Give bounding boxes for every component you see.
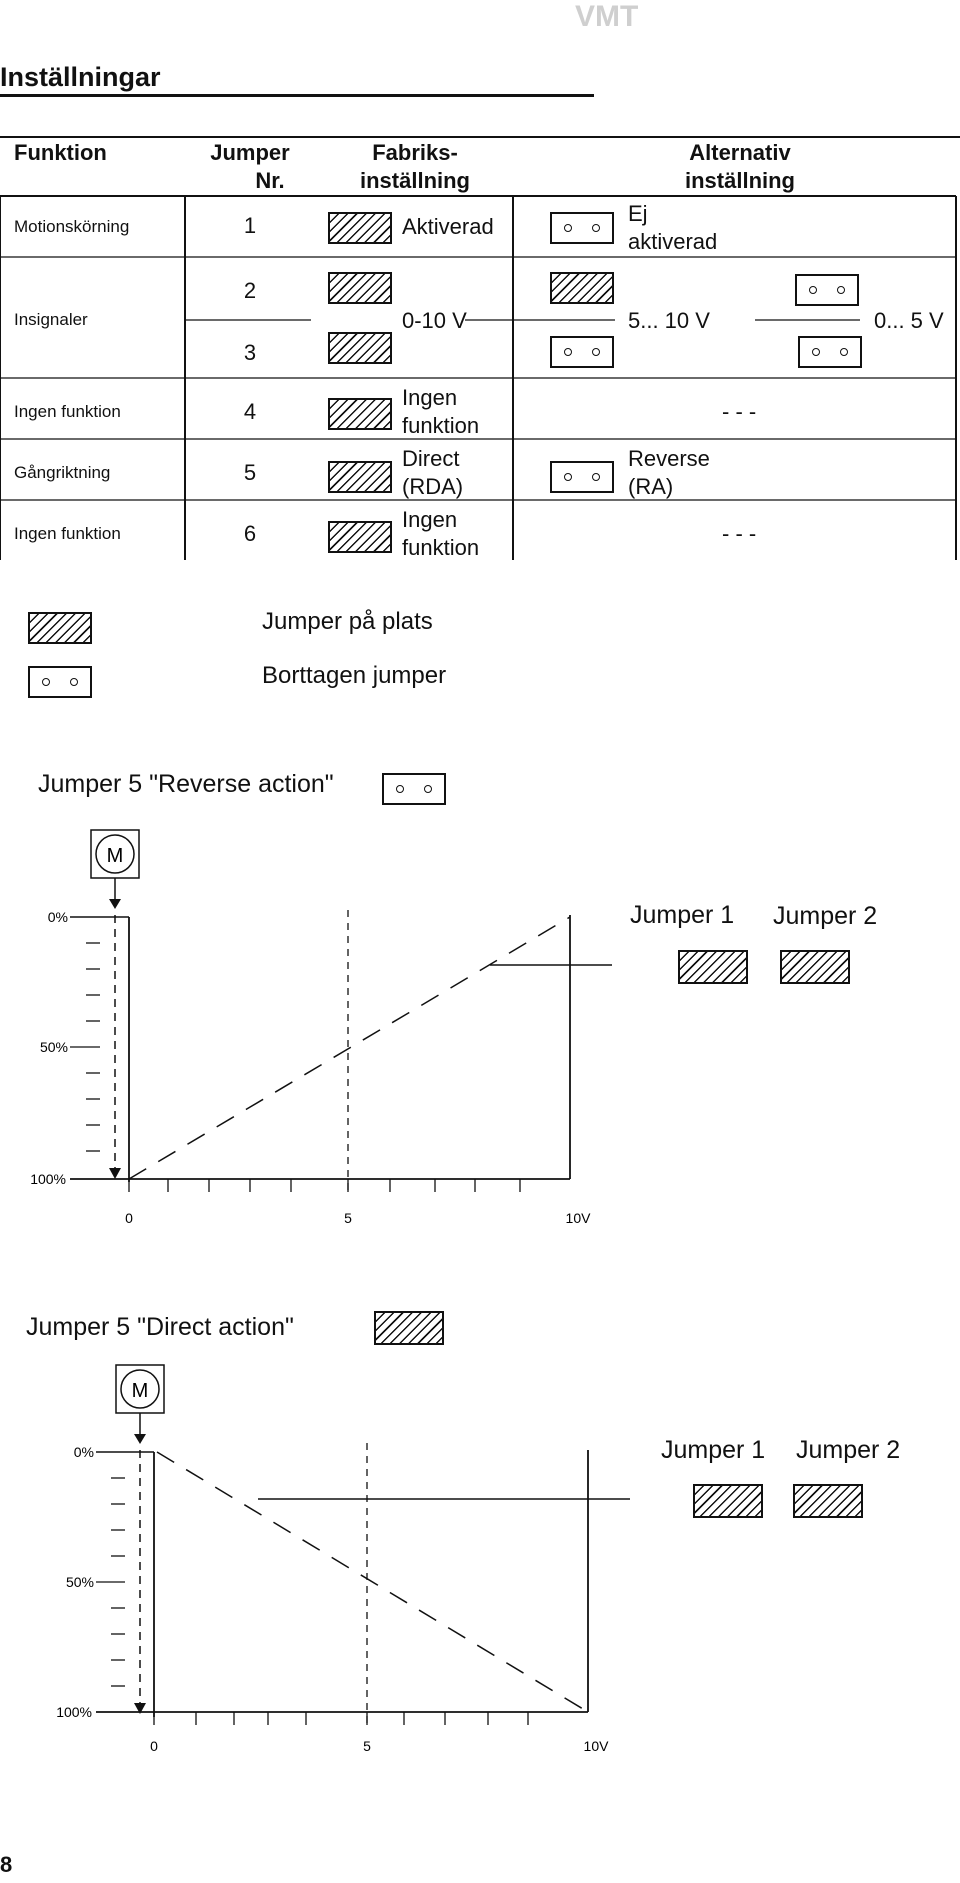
table-grid: [0, 136, 960, 560]
alt-ej-line2: aktiverad: [628, 229, 718, 254]
factory-direct-line2: (RDA): [402, 474, 464, 499]
direct-diagram-graphic: M 0% 50% 100% 0 5 10V: [56, 1364, 630, 1754]
jumper-on-icon: [374, 1311, 444, 1345]
reverse-response-line: [128, 916, 571, 1180]
down-arrow-icon: [134, 1703, 146, 1714]
down-arrow-icon: [109, 899, 121, 909]
jumper-off-icon: [795, 274, 859, 306]
alt-5-10v: 5... 10 V: [628, 308, 710, 333]
factory-ingen-funktion-6: Ingen funktion: [402, 506, 479, 562]
jumper-on-icon: [550, 272, 614, 304]
header-funktion: Funktion: [14, 140, 107, 165]
motor-icon: [95, 834, 135, 874]
alt-ej-line1: Ej: [628, 201, 648, 226]
factory-ingen6-line2: funktion: [402, 535, 480, 560]
jumper-on-icon: [693, 1484, 763, 1518]
legend-off-label: Borttagen jumper: [262, 662, 447, 689]
header-jumper-line1: Jumper: [210, 140, 290, 165]
alt-0-5v: 0... 5 V: [874, 308, 944, 333]
legend-jumper-off-icon: [28, 666, 92, 698]
y-tick-50: 50%: [40, 1039, 68, 1055]
reverse-diagram-graphic: M 0% 50% 100% 0 5 10V: [30, 829, 612, 1226]
jumper-off-icon: [382, 773, 446, 805]
header-alternativ: Alternativ inställning: [660, 139, 820, 195]
brand-logo: VMT: [575, 0, 639, 33]
jumper-on-icon: [328, 272, 392, 304]
down-arrow-icon: [109, 1168, 121, 1179]
x-tick-0: 0: [125, 1210, 133, 1226]
header-alt-line2: inställning: [685, 168, 795, 193]
legend-on-label: Jumper på plats: [262, 608, 433, 635]
jumper-on-icon: [793, 1484, 863, 1518]
jumper-off-icon: [550, 212, 614, 244]
header-alt-line1: Alternativ: [689, 140, 791, 165]
factory-ingen6-line1: Ingen: [402, 507, 458, 532]
y-tick-100: 100%: [56, 1704, 92, 1720]
x-tick-10v: 10V: [584, 1738, 610, 1754]
factory-direct-line1: Direct: [402, 446, 460, 471]
header-jumper: Jumper Nr.: [180, 139, 320, 195]
reverse-jumper1-label: Jumper 1: [630, 901, 735, 929]
motor-icon: [120, 1369, 160, 1409]
factory-ingen-line2: funktion: [402, 413, 480, 438]
jumper-off-icon: [550, 336, 614, 368]
diagram-reverse-title: Jumper 5 "Reverse action": [38, 770, 334, 798]
jumper-number-5: 5: [243, 460, 257, 485]
y-tick-100: 100%: [30, 1171, 66, 1187]
factory-direct-rda: Direct (RDA): [402, 445, 463, 501]
legend-jumper-on-icon: [28, 612, 92, 644]
jumper-on-icon: [328, 521, 392, 553]
alt-reverse-line2: (RA): [628, 474, 674, 499]
alt-reverse-line1: Reverse: [628, 446, 710, 471]
down-arrow-icon: [134, 1434, 146, 1444]
title-underline: [0, 94, 594, 97]
jumper-on-icon: [328, 212, 392, 244]
alt-ej-aktiverad: Ej aktiverad: [628, 200, 717, 256]
direct-jumper1-label: Jumper 1: [661, 1436, 766, 1464]
diagram-direct-title: Jumper 5 "Direct action": [26, 1313, 294, 1341]
alt-none-6: - - -: [722, 521, 757, 546]
jumper-number-6: 6: [243, 521, 257, 546]
row-label-ingen-funktion-6: Ingen funktion: [14, 524, 121, 543]
jumper-number-4: 4: [243, 399, 257, 424]
row-label-insignaler: Insignaler: [14, 310, 88, 329]
row-label-ingen-funktion-4: Ingen funktion: [14, 402, 121, 421]
direct-response-line: [156, 1451, 589, 1713]
motor-label: M: [132, 1380, 149, 1402]
y-tick-0: 0%: [48, 909, 68, 925]
row-label-gangriktning: Gångriktning: [14, 463, 111, 482]
x-tick-5: 5: [363, 1738, 371, 1754]
header-fabrik: Fabriks- inställning: [335, 139, 495, 195]
jumper-number-3: 3: [243, 340, 257, 365]
y-tick-0: 0%: [74, 1444, 94, 1460]
x-tick-10v: 10V: [566, 1210, 592, 1226]
direct-jumper2-label: Jumper 2: [796, 1436, 901, 1464]
alt-reverse-ra: Reverse (RA): [628, 445, 710, 501]
jumper-off-icon: [550, 461, 614, 493]
jumper-on-icon: [328, 332, 392, 364]
x-tick-5: 5: [344, 1210, 352, 1226]
factory-ingen-line1: Ingen: [402, 385, 458, 410]
factory-aktiverad: Aktiverad: [402, 214, 494, 239]
header-jumper-line2: Nr.: [255, 168, 285, 193]
factory-0-10v: 0-10 V: [402, 308, 467, 333]
reverse-jumper2-label: Jumper 2: [773, 902, 878, 930]
jumper-number-2: 2: [243, 278, 257, 303]
motor-label: M: [107, 845, 124, 867]
x-tick-0: 0: [150, 1738, 158, 1754]
row-label-motionskorning: Motionskörning: [14, 217, 130, 236]
header-fabrik-line1: Fabriks-: [372, 140, 458, 165]
page-title: Inställningar: [0, 62, 161, 92]
jumper-number-1: 1: [243, 213, 257, 238]
header-fabrik-line2: inställning: [360, 168, 470, 193]
page-number: 8: [0, 1852, 13, 1877]
jumper-on-icon: [328, 461, 392, 493]
jumper-on-icon: [678, 950, 748, 984]
alt-none-4: - - -: [722, 399, 757, 424]
y-tick-50: 50%: [66, 1574, 94, 1590]
jumper-on-icon: [328, 398, 392, 430]
jumper-on-icon: [780, 950, 850, 984]
factory-ingen-funktion-4: Ingen funktion: [402, 384, 479, 440]
jumper-off-icon: [798, 336, 862, 368]
